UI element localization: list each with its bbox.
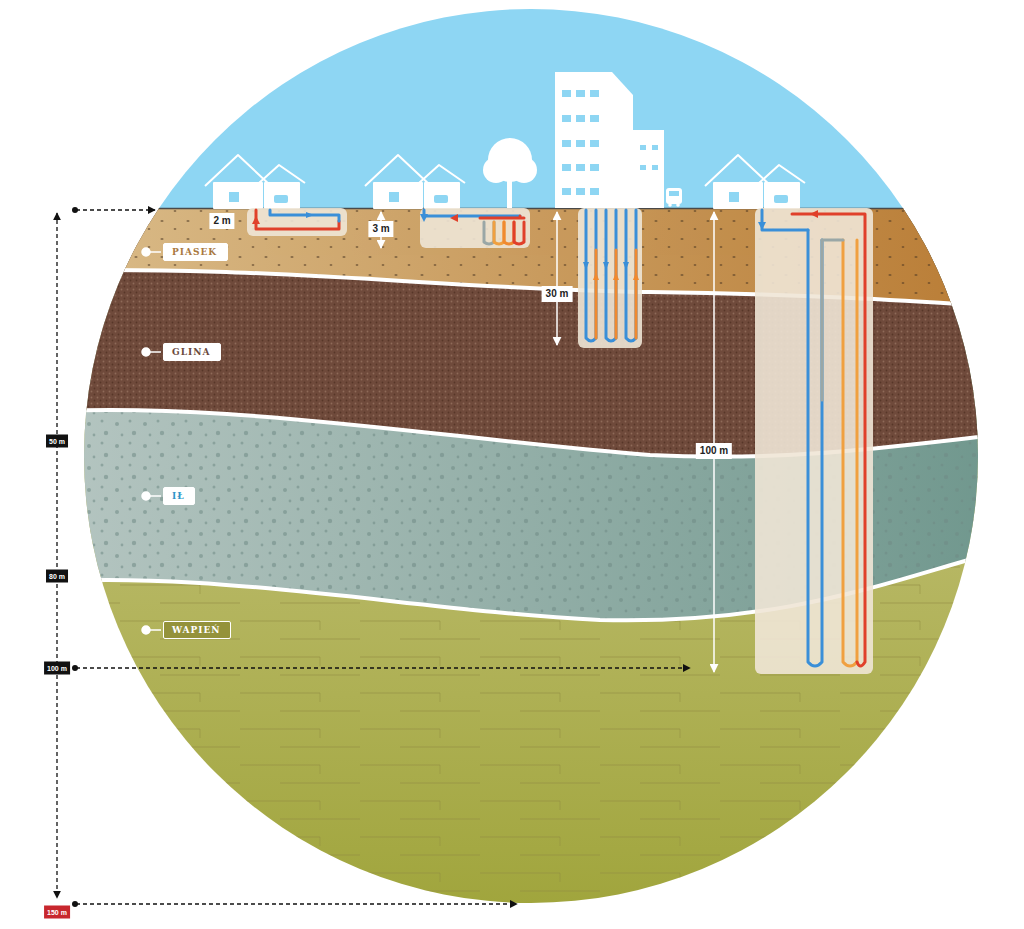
depth-tag: 100 m [44, 662, 70, 675]
layer-name: PIASEK [172, 247, 219, 258]
layer-name: WAPIEŃ [172, 625, 222, 636]
layer-tag: WAPIEŃ [163, 621, 231, 639]
depth-tag: 150 m [44, 906, 70, 919]
layer-tag: IŁ [163, 487, 195, 505]
dimension-label: 2 m [209, 213, 234, 229]
layer-tag: GLINA [163, 343, 221, 361]
depth-tag: 50 m [46, 435, 68, 448]
layer-tag: PIASEK [163, 243, 228, 261]
dimension-label: 100 m [696, 443, 732, 459]
dimension-label: 3 m [368, 221, 393, 237]
layer-name: IŁ [172, 491, 186, 502]
depth-tag: 80 m [46, 570, 68, 583]
dimension-label: 30 m [542, 286, 573, 302]
layer-name: GLINA [172, 347, 212, 358]
